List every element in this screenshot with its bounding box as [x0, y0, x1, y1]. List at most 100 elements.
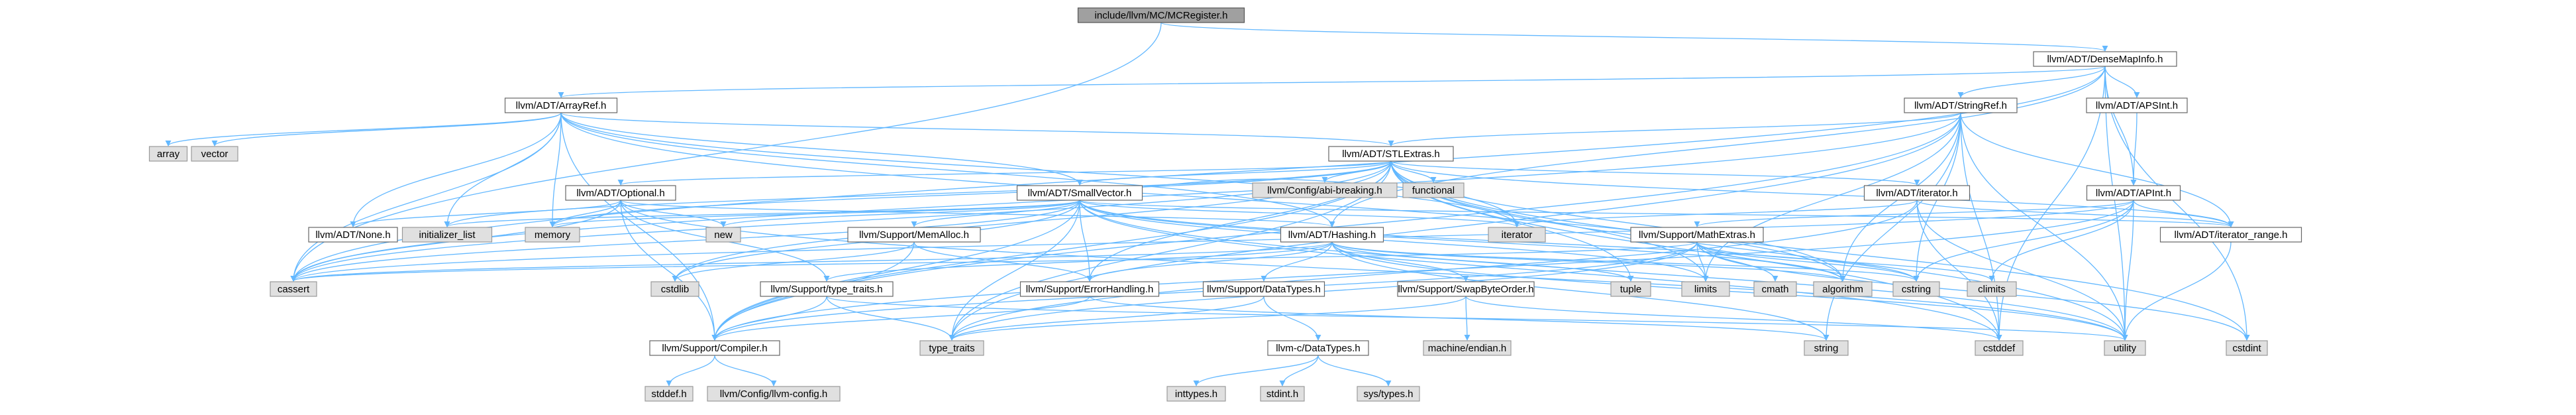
edge-swapbyteorder-to-cstddef — [1465, 296, 2002, 341]
node-label: llvm/ADT/Optional.h — [576, 188, 664, 199]
edge-hashing-to-cassert — [290, 241, 1333, 282]
edge-densemapinfo-to-utility — [2104, 66, 2128, 341]
node-label: cassert — [278, 284, 310, 295]
edge-densemapinfo-to-apint — [2104, 66, 2137, 186]
edge-hashing-to-swapbyteorder — [1331, 241, 1469, 282]
node-box — [919, 340, 984, 356]
node-label: llvm/ADT/STLExtras.h — [1342, 148, 1440, 160]
node-utility: utility — [2104, 340, 2146, 356]
edge-swapbyteorder-to-machineendian — [1464, 296, 1470, 341]
node-llvm-adt-none-h[interactable]: llvm/ADT/None.h — [308, 227, 398, 243]
node-llvm-adt-arrayref-h[interactable]: llvm/ADT/ArrayRef.h — [504, 97, 618, 113]
node-llvm-adt-iterator-range-h[interactable]: llvm/ADT/iterator_range.h — [2159, 227, 2302, 243]
node-label: initializer_list — [419, 229, 476, 241]
node-label: llvm/Support/MathExtras.h — [1639, 229, 1755, 241]
edge-arrayref-to-memory — [549, 112, 562, 227]
node-label: algorithm — [1822, 284, 1863, 295]
edge-hashing-to-tuple — [1331, 241, 1634, 282]
edge-errorhandling-to-compiler — [711, 296, 1090, 341]
node-llvm-support-type-traits-h[interactable]: llvm/Support/type_traits.h — [760, 281, 894, 297]
edge-stlextras-to-functional — [1390, 160, 1437, 183]
node-box — [525, 227, 580, 243]
node-llvm-adt-densemapinfo-h[interactable]: llvm/ADT/DenseMapInfo.h — [2033, 51, 2177, 67]
node-label: inttypes.h — [1175, 388, 1217, 400]
edge-root-to-densemapinfo — [1160, 22, 2108, 52]
edge-arrayref-to-smallvector — [560, 112, 1083, 186]
node-label: functional — [1412, 185, 1455, 196]
edge-densemapinfo-to-stringref — [1957, 66, 2106, 98]
edge-smallvector-to-limits — [1079, 200, 1709, 282]
edge-smallvector-to-memory — [549, 200, 1080, 227]
node-box — [650, 281, 699, 297]
edge-apint-to-iteratorrange — [2133, 200, 2234, 227]
node-machine-endian-h: machine/endian.h — [1423, 340, 1512, 356]
node-llvm-adt-stringref-h[interactable]: llvm/ADT/StringRef.h — [1904, 97, 2018, 113]
edge-densemapinfo-to-arrayref — [558, 66, 2106, 98]
node-label: llvm/ADT/None.h — [315, 229, 390, 241]
edge-compiler-to-llvmconfig — [714, 355, 777, 386]
node-label: new — [714, 229, 733, 241]
edge-smallvector-to-cstddef — [1079, 200, 2002, 341]
node-llvm-adt-stlextras-h[interactable]: llvm/ADT/STLExtras.h — [1328, 146, 1454, 162]
node-llvm-adt-apint-h[interactable]: llvm/ADT/APInt.h — [2086, 185, 2181, 201]
node-llvm-support-compiler-h[interactable]: llvm/Support/Compiler.h — [649, 340, 780, 356]
node-label: llvm/ADT/iterator.h — [1876, 188, 1957, 199]
node-functional: functional — [1402, 182, 1465, 198]
node-box — [760, 281, 894, 297]
node-label: llvm/ADT/StringRef.h — [1914, 100, 2007, 111]
node-box — [1423, 340, 1512, 356]
edge-densemapinfo-to-apsint — [2104, 66, 2140, 98]
edge-mathextras-to-limits — [1696, 241, 1709, 282]
edge-apsint-to-apint — [2130, 112, 2138, 186]
edge-datatypes-to-type_traits — [949, 296, 1264, 341]
edge-stringref-to-cstddef — [1960, 112, 2002, 341]
node-box — [1016, 185, 1143, 201]
node-stdint-h: stdint.h — [1260, 386, 1305, 402]
node-label: llvm/Support/SwapByteOrder.h — [1398, 284, 1533, 295]
node-label: llvm/ADT/Hashing.h — [1288, 229, 1376, 241]
node-box — [649, 340, 780, 356]
node-box — [2104, 340, 2146, 356]
node-box — [1252, 182, 1398, 198]
node-array: array — [148, 146, 188, 162]
node-label: cstdlib — [661, 284, 690, 295]
node-label: llvm/ADT/ArrayRef.h — [516, 100, 607, 111]
node-llvm-adt-iterator-h[interactable]: llvm/ADT/iterator.h — [1863, 185, 1971, 201]
node-llvm-support-memalloc-h[interactable]: llvm/Support/MemAlloc.h — [847, 227, 981, 243]
node-box — [1967, 281, 2017, 297]
node-box — [2033, 51, 2177, 67]
edge-smallvector-to-memalloc — [911, 200, 1080, 227]
node-label: llvm/Config/llvm-config.h — [720, 388, 828, 400]
edge-stringref-to-string — [1823, 112, 1961, 341]
node-llvm-adt-smallvector-h[interactable]: llvm/ADT/SmallVector.h — [1016, 185, 1143, 201]
node-llvm-adt-hashing-h[interactable]: llvm/ADT/Hashing.h — [1280, 227, 1384, 243]
edge-stlextras-to-iteratorh — [1390, 160, 1920, 186]
node-llvm-support-errorhandling-h[interactable]: llvm/Support/ErrorHandling.h — [1019, 281, 1160, 297]
node-include-llvm-mc-mcregister-h: include/llvm/MC/MCRegister.h — [1077, 7, 1245, 23]
node-label: stddef.h — [651, 388, 686, 400]
node-llvm-support-datatypes-h[interactable]: llvm/Support/DataTypes.h — [1202, 281, 1325, 297]
edge-cdatatypes-to-inttypes — [1193, 355, 1319, 386]
node-cstdint: cstdint — [2226, 340, 2268, 356]
node-box — [148, 146, 188, 162]
edge-stlextras-to-smallvector — [1076, 160, 1392, 186]
node-label: llvm/ADT/SmallVector.h — [1028, 188, 1132, 199]
node-box — [191, 146, 238, 162]
node-llvm-c-datatypes-h[interactable]: llvm-c/DataTypes.h — [1267, 340, 1369, 356]
node-llvm-adt-optional-h[interactable]: llvm/ADT/Optional.h — [565, 185, 676, 201]
node-llvm-support-swapbyteorder-h[interactable]: llvm/Support/SwapByteOrder.h — [1397, 281, 1535, 297]
edge-iteratorh-to-cstddef — [1916, 200, 2002, 341]
node-llvm-support-mathextras-h[interactable]: llvm/Support/MathExtras.h — [1630, 227, 1764, 243]
edge-cdatatypes-to-stdint — [1279, 355, 1319, 386]
edge-smallvector-to-new — [720, 200, 1080, 227]
node-label: llvm/Config/abi-breaking.h — [1267, 185, 1382, 196]
node-box — [2226, 340, 2268, 356]
edge-hashing-to-string — [1331, 241, 1829, 341]
node-llvm-config-llvm-config-h: llvm/Config/llvm-config.h — [707, 386, 841, 402]
edge-apint-to-cstring — [1913, 200, 2134, 282]
node-box — [707, 386, 841, 402]
edge-mathextras-to-cassert — [291, 241, 1698, 282]
node-box — [1267, 340, 1369, 356]
node-llvm-adt-apsint-h[interactable]: llvm/ADT/APSInt.h — [2086, 97, 2188, 113]
